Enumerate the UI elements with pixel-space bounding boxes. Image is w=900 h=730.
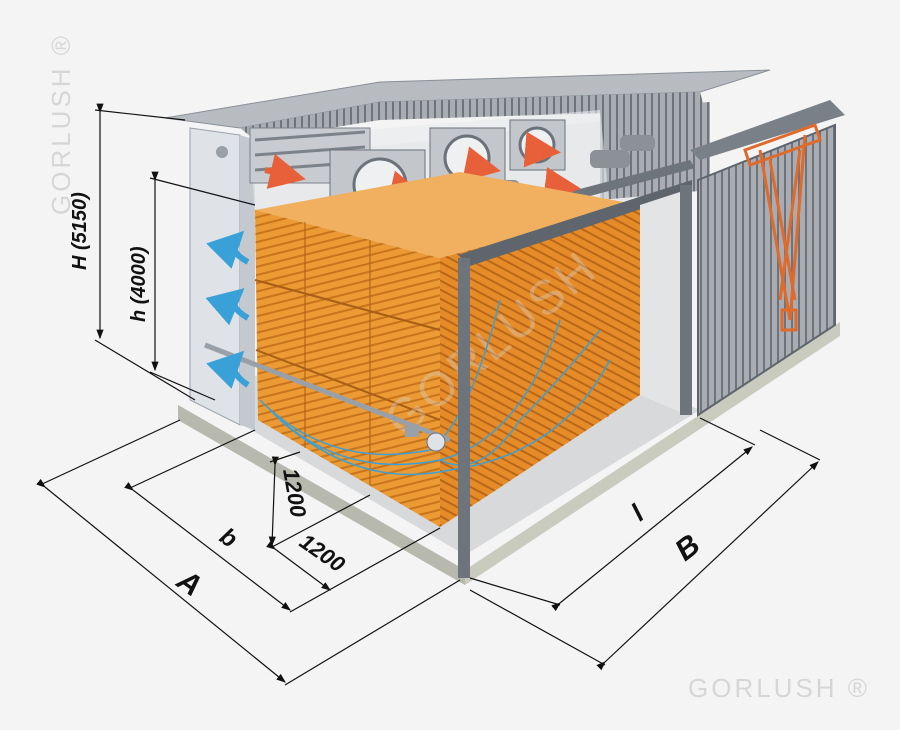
label-width-B: B	[669, 528, 706, 567]
label-door-width-l: l	[625, 498, 650, 527]
label-stack-height: h (4000)	[128, 246, 150, 322]
chamber-door[interactable]	[690, 100, 845, 417]
label-length-A: A	[170, 563, 207, 603]
moisture-meter	[204, 342, 451, 452]
label-stack-unit-height: 1200	[278, 467, 311, 520]
dimension-lines	[36, 103, 821, 686]
label-total-height: H (5150)	[69, 192, 91, 270]
watermark-side: GORLUSH ®	[46, 33, 76, 215]
label-length-b: b	[215, 523, 243, 554]
door-lift-mechanism	[743, 123, 822, 332]
cool-air-arrows	[205, 230, 250, 389]
watermark-bottom: GORLUSH ®	[688, 673, 870, 703]
door-frame	[458, 180, 692, 578]
wood-stack	[254, 172, 640, 527]
fan-3	[509, 119, 566, 171]
